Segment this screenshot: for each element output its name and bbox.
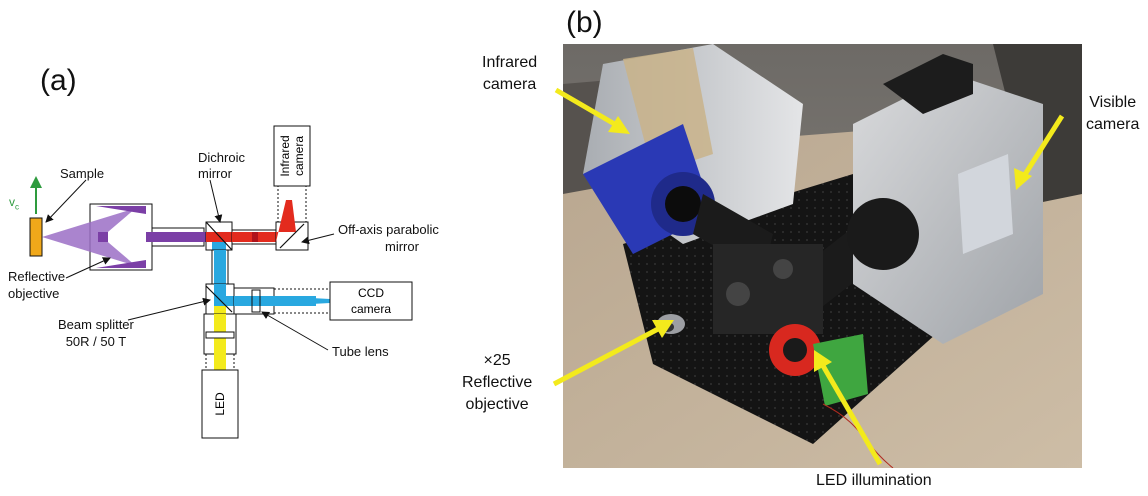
velocity-subscript: c [15,202,19,212]
infrared-camera-strap [623,48,713,174]
infrared-camera-photo-label: Infrared camera [482,52,537,96]
pointer-infrared-line [554,87,620,129]
panel-b-tag: (b) [566,6,603,39]
pointer-led-head [814,350,832,372]
pointer-objective-head [652,320,674,338]
infrared-photo-label-2: camera [482,76,537,93]
led-green-mount [813,334,868,406]
objective-mirror-top [96,206,146,214]
velocity-label: vc [9,195,19,211]
objective-secondary-mirror [98,232,108,242]
ir-beam-in-dichroic [206,232,232,242]
visible-camera-handle [883,54,973,114]
dichroic-leader [209,179,223,223]
ir-lens [252,232,258,242]
offaxis-label-2: mirror [385,239,419,254]
ccd-label-1: CCD [358,286,384,300]
vis-beam-in-dichroic [212,242,226,250]
objective-light-cone [42,208,136,266]
mount-knob-1 [726,282,750,306]
beam-splitter [205,285,233,313]
combined-beam [146,232,208,242]
pointer-led-line [819,362,883,466]
infrared-camera-box [273,125,311,187]
optical-schematic: Infrared camera CCD camera LED [29,125,413,439]
dichroic-mirror [205,221,233,251]
visible-camera-body [853,74,1043,344]
tube-lens-label: Tube lens [332,344,389,359]
pointer-visible-head [1014,168,1032,190]
ccd-focus-beam [274,296,330,306]
led-red-center [783,338,807,362]
led-lens [205,331,235,339]
tube-lens [251,289,261,313]
ir-focus-beam [276,200,296,242]
ccd-camera-box [329,281,413,321]
pointer-visible-line [1021,114,1065,178]
offaxis-label: Off-axis parabolic mirror [338,221,439,255]
beam-splitter-label-2: 50R / 50 T [65,334,127,349]
objective-photo-label-3: objective [465,396,529,413]
visible-photo-label-2: camera [1086,116,1140,133]
beam-splitter-leader [127,297,211,321]
mount-knob-2 [773,259,793,279]
led-illumination-label: LED illumination [816,472,932,489]
infrared-camera-aperture [665,186,701,222]
pointer-infrared-head [608,116,630,134]
sample-leader [45,179,87,223]
led-label: LED [213,392,227,416]
infrared-camera-label-2: camera [292,136,306,176]
infrared-camera-label-1: Infrared [278,135,292,176]
sample-label: Sample [60,166,105,181]
ccd-label-2: camera [351,302,391,316]
setup-photograph [563,44,1082,468]
visible-beam-down [214,250,226,290]
visible-camera-label-panel [958,154,1013,254]
objective-photo-label-1: ×25 [483,352,511,369]
velocity-arrowhead [30,176,42,188]
objective-leader [65,257,111,279]
infrared-photo-label-1: Infrared [482,54,538,71]
objective-label: Reflective objective [8,268,65,302]
dichroic-label-2: mirror [198,166,232,181]
visible-camera-lens-mount [847,198,919,270]
visible-camera-photo-label: Visible camera [1086,92,1139,136]
dichroic-label-1: Dichroic [198,150,245,165]
pointer-objective-line [552,325,662,387]
objective-label-2: objective [8,286,60,301]
objective-photo-label-2: Reflective [462,374,533,391]
beam-splitter-label: Beam splitter 50R / 50 T [58,316,134,350]
led-beam [214,314,226,370]
velocity-symbol: v [9,195,15,209]
offaxis-leader [301,233,335,245]
off-axis-mirror [279,223,305,249]
offaxis-label-1: Off-axis parabolic [338,222,439,237]
tube-lens-leader [261,311,329,351]
led-box [201,369,239,439]
visible-photo-label-1: Visible [1089,94,1137,111]
objective-mirror-bottom [96,260,146,268]
beam-splitter-label-1: Beam splitter [58,317,134,332]
panel-a-tag: (a) [40,64,77,97]
objective-label-1: Reflective [8,269,66,284]
